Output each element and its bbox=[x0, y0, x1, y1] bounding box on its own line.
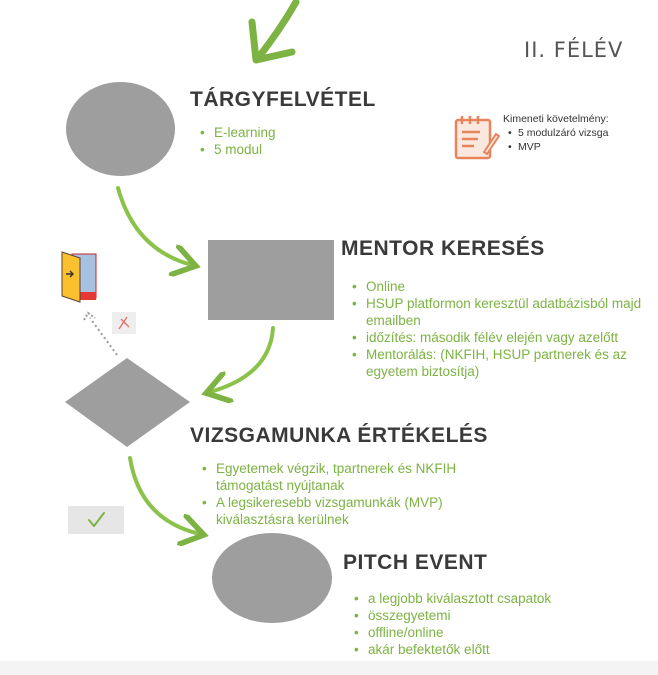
end-circle bbox=[212, 533, 332, 623]
list-item: A legsikeresebb vizsgamunkák (MVP) kivál… bbox=[202, 494, 484, 528]
step-title-exam-evaluation: VIZSGAMUNKA ÉRTÉKELÉS bbox=[190, 424, 488, 447]
list-item: akár befektetők előtt bbox=[354, 641, 614, 658]
exit-requirement-item: 5 modulzáró vizsga bbox=[508, 126, 608, 140]
exit-requirements-list: 5 modulzáró vizsga MVP bbox=[508, 126, 608, 154]
list-item: E-learning bbox=[200, 124, 400, 141]
arrow-down-icon bbox=[248, 0, 300, 64]
step-bullets-pitch-event: a legjobb kiválasztott csapatok összegye… bbox=[354, 590, 614, 658]
list-item: időzítés: második félév elején vagy azel… bbox=[352, 329, 648, 346]
list-item: Egyetemek végzik, tpartnerek és NKFIH tá… bbox=[202, 460, 484, 494]
process-rectangle bbox=[208, 240, 334, 320]
connector-3 bbox=[128, 456, 200, 534]
list-item: a legjobb kiválasztott csapatok bbox=[354, 590, 614, 607]
exit-door-icon bbox=[61, 251, 97, 303]
step-title-course-registration: TÁRGYFELVÉTEL bbox=[190, 88, 376, 111]
step-bullets-exam-evaluation: Egyetemek végzik, tpartnerek és NKFIH tá… bbox=[202, 460, 484, 528]
exit-requirement-item: MVP bbox=[508, 140, 608, 154]
step-title-pitch-event: PITCH EVENT bbox=[343, 551, 488, 574]
check-mark-icon bbox=[68, 506, 124, 534]
bottom-strip bbox=[0, 661, 658, 675]
list-item: offline/online bbox=[354, 624, 614, 641]
list-item: 5 modul bbox=[200, 141, 400, 158]
exit-requirements-title: Kimeneti követelmény: bbox=[503, 113, 609, 125]
list-item: HSUP platformon keresztül adatbázisból m… bbox=[352, 295, 648, 329]
list-item: Mentorálás: (NKFIH, HSUP partnerek és az… bbox=[352, 346, 648, 380]
step-bullets-course-registration: E-learning 5 modul bbox=[200, 124, 400, 158]
connector-2 bbox=[210, 326, 275, 392]
decision-diamond bbox=[65, 358, 190, 447]
connector-1 bbox=[116, 186, 192, 265]
start-oval bbox=[66, 82, 175, 176]
notepad-icon bbox=[454, 116, 500, 160]
list-item: összegyetemi bbox=[354, 607, 614, 624]
step-bullets-mentor-search: Online HSUP platformon keresztül adatbáz… bbox=[352, 278, 648, 380]
cross-mark-icon bbox=[112, 312, 136, 334]
list-item: Online bbox=[352, 278, 648, 295]
semester-label: II. FÉLÉV bbox=[524, 38, 624, 62]
step-title-mentor-search: MENTOR KERESÉS bbox=[341, 237, 545, 260]
